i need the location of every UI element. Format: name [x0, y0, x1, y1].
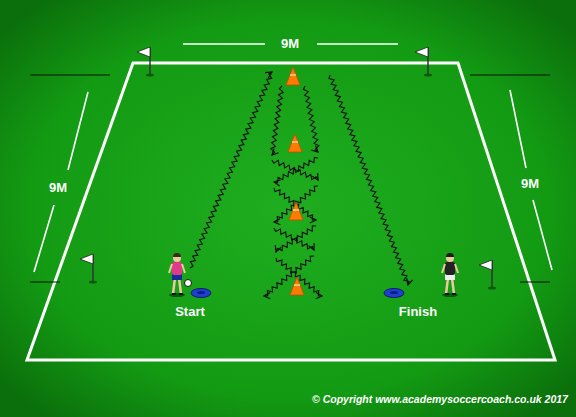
watermark: © Copyright www.academysoccercoach.co.uk… [312, 393, 568, 405]
player [169, 253, 185, 297]
position-label: Finish [399, 304, 437, 319]
players [169, 253, 458, 297]
cones [286, 67, 304, 295]
position-label: Start [175, 304, 205, 319]
cone [286, 67, 300, 85]
dribble-path [329, 75, 409, 285]
corner-flags [80, 47, 496, 290]
corner-flag [80, 254, 97, 284]
marker-discs [191, 289, 404, 298]
dribble-path [190, 72, 272, 268]
dimension-label: 9M [281, 36, 299, 51]
ball [185, 280, 192, 287]
dribble-path [274, 157, 318, 182]
dimension-label: 9M [521, 176, 539, 191]
corner-flag [415, 47, 432, 77]
player [442, 253, 458, 297]
cone [290, 277, 304, 295]
marker-disc [384, 289, 404, 298]
dimension-lines [34, 44, 552, 272]
dribble-path [274, 186, 318, 222]
dribble-paths [190, 72, 409, 296]
cone [289, 202, 303, 220]
dribble-path [303, 86, 319, 152]
area-boundary [27, 63, 555, 360]
corner-flag [479, 260, 496, 290]
dimension-ticks [30, 75, 550, 282]
corner-flag [137, 47, 154, 77]
dribble-path [264, 256, 314, 296]
marker-disc [191, 289, 211, 298]
cone [288, 134, 302, 152]
dribble-path [274, 188, 316, 220]
dribble-path [276, 258, 322, 296]
dribble-path [271, 86, 284, 155]
dribble-path [276, 226, 316, 252]
dimension-label: 9M [49, 180, 67, 195]
